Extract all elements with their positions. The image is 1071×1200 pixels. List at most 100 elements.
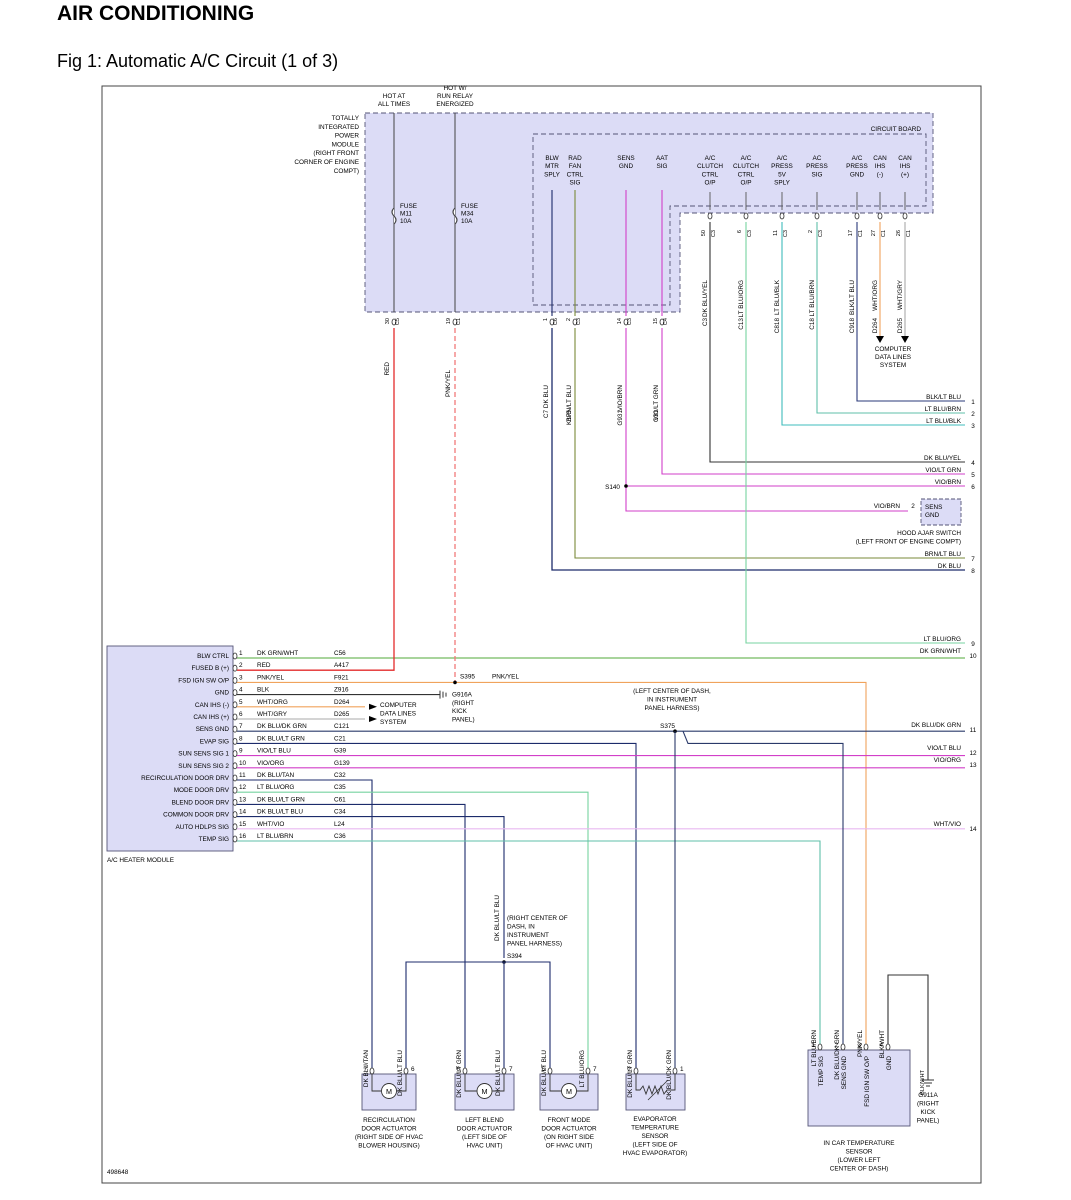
hvac-pin-number: 7 bbox=[239, 723, 243, 730]
circuit-id: C13 bbox=[738, 318, 745, 330]
wire-red bbox=[237, 328, 395, 671]
g916a-label: (RIGHT bbox=[452, 700, 474, 707]
hvac-pin-label: TEMP SIG bbox=[199, 836, 229, 843]
tipm-pin-label: SIG bbox=[811, 171, 822, 178]
pin-number: 1 bbox=[680, 1066, 684, 1073]
actuator-caption: LEFT BLEND bbox=[465, 1117, 504, 1124]
hot-at-all-times-label: ALL TIMES bbox=[378, 101, 410, 108]
tipm-pin-label: CLUTCH bbox=[733, 163, 759, 170]
connector-id: C3 bbox=[747, 230, 753, 237]
wire-color-label: BLK/WHT bbox=[879, 1030, 886, 1059]
pin-number: 27 bbox=[871, 230, 877, 236]
right-wire-number: 7 bbox=[971, 556, 975, 563]
hvac-pin-label: FSD IGN SW O/P bbox=[178, 677, 229, 684]
circuit-id: C3 bbox=[702, 318, 709, 327]
hvac-connector-pin bbox=[232, 811, 238, 818]
hvac-connector-pin bbox=[232, 786, 238, 794]
splice-label: S394 bbox=[507, 953, 522, 960]
wire-dk-blu-lt-blu-mode bbox=[504, 961, 551, 1068]
hvac-wire-color: LT BLU/ORG bbox=[257, 784, 294, 791]
wire-color-label: PNK/YEL bbox=[492, 673, 519, 680]
pin-number: 6 bbox=[737, 230, 743, 233]
hvac-connector-pin bbox=[232, 664, 238, 672]
splice-label: S375 bbox=[660, 723, 675, 730]
tipm-connector-pin bbox=[549, 318, 555, 326]
sensor-pin bbox=[672, 1067, 678, 1075]
hvac-connector-pin bbox=[232, 835, 238, 843]
thermistor-arrow bbox=[647, 1079, 669, 1101]
tipm-connector-pin bbox=[707, 212, 713, 220]
in-car-sensor-caption: CENTER OF DASH) bbox=[830, 1166, 889, 1173]
actuator-internal bbox=[492, 1074, 505, 1092]
tipm-pin-label: A/C bbox=[852, 155, 863, 162]
hvac-connector-pin bbox=[232, 701, 238, 709]
s375-desc: (LEFT CENTER OF DASH, bbox=[633, 688, 711, 695]
actuator-pin bbox=[403, 1067, 409, 1075]
wire-vio-lt-grn bbox=[661, 328, 965, 475]
actuator-caption: (ON RIGHT SIDE bbox=[544, 1134, 594, 1141]
actuator-caption: RECIRCULATION bbox=[363, 1117, 415, 1124]
motor-symbol: M bbox=[482, 1087, 488, 1096]
tipm-connector-pin bbox=[877, 212, 883, 220]
hvac-wire-color: PNK/YEL bbox=[257, 674, 284, 681]
computer-data-lines-label: DATA LINES bbox=[875, 354, 911, 361]
circuit-id: C818 bbox=[774, 318, 781, 334]
wire-color-label: DK BLU/DK GRN bbox=[666, 1050, 673, 1100]
hvac-pin-number: 4 bbox=[239, 687, 243, 694]
motor-icon bbox=[476, 1083, 493, 1099]
pin-number: 2 bbox=[627, 1066, 631, 1073]
tipm-pin-label: PRESS bbox=[806, 163, 828, 170]
hvac-pin-label: EVAP SIG bbox=[200, 738, 229, 745]
wire-brn-lt-blu bbox=[574, 328, 965, 559]
pin-number: 14 bbox=[617, 318, 623, 324]
connector-id: C3 bbox=[818, 230, 824, 237]
hvac-circuit-id: C36 bbox=[334, 833, 346, 840]
hvac-pin-label: FUSED B (+) bbox=[192, 665, 229, 672]
hvac-pin-label: SENS GND bbox=[196, 726, 230, 733]
splice-s395 bbox=[453, 680, 457, 685]
pin-number: 7 bbox=[363, 1066, 367, 1073]
tipm-pin-label: SIG bbox=[656, 163, 667, 170]
wire-color-label: VIO/LT GRN bbox=[653, 385, 660, 421]
diagram-frame bbox=[101, 85, 982, 1184]
actuator-caption: HVAC UNIT) bbox=[466, 1143, 502, 1150]
wire-dk-blu-lt-blu-common bbox=[237, 816, 505, 958]
tipm-pin-label: SPLY bbox=[544, 171, 561, 178]
tipm-pin-label: (-) bbox=[877, 171, 883, 178]
tipm-connector-pin bbox=[743, 212, 749, 220]
in-car-sensor-caption: IN CAR TEMPERATURE bbox=[823, 1140, 894, 1147]
motor-symbol: M bbox=[386, 1087, 392, 1096]
tipm-pin-label: CTRL bbox=[567, 171, 584, 178]
pin-number: 1 bbox=[543, 318, 549, 321]
connector-id: C3 bbox=[783, 230, 789, 237]
tipm-label: (RIGHT FRONT bbox=[313, 150, 359, 157]
arrow-icon bbox=[369, 703, 377, 710]
wire-pnk-yel bbox=[237, 681, 867, 1048]
hvac-pin-label: GND bbox=[215, 690, 230, 697]
wire-color-label: DK BLU/LT BLU bbox=[541, 1050, 548, 1096]
wire-dk-blu-tan bbox=[237, 779, 373, 1068]
connector-id: C1 bbox=[858, 230, 864, 237]
tipm-connector-pin bbox=[854, 212, 860, 220]
hvac-wire-color: DK BLU/LT BLU bbox=[257, 809, 303, 816]
connector-id: C3 bbox=[627, 318, 633, 325]
hvac-wire-color: DK BLU/LT GRN bbox=[257, 735, 305, 742]
wire-dk-blu-lt-grn-blend bbox=[237, 803, 466, 1068]
sensor-pin bbox=[840, 1043, 846, 1051]
tipm-pin-label: SPLY bbox=[774, 180, 791, 187]
tipm-pin-label: A/C bbox=[741, 155, 752, 162]
actuator-internal bbox=[397, 1074, 407, 1092]
right-wire-label: WHT/VIO bbox=[934, 821, 961, 828]
right-wire-number: 3 bbox=[971, 423, 975, 430]
right-wire-number: 11 bbox=[970, 727, 977, 734]
circuit-id: D265 bbox=[897, 318, 904, 334]
figure-caption: Fig 1: Automatic A/C Circuit (1 of 3) bbox=[57, 51, 339, 71]
sensor-pin-label: FSD IGN SW O/P bbox=[864, 1056, 871, 1107]
tipm-connector-pin bbox=[391, 318, 397, 326]
circuit-id: G931 bbox=[617, 410, 624, 426]
wire-color-label: DK BLU/TAN bbox=[363, 1050, 370, 1088]
hvac-wire-color: DK GRN/WHT bbox=[257, 650, 298, 657]
hvac-wire-color: VIO/LT BLU bbox=[257, 748, 291, 755]
circuit-id: C7 bbox=[543, 410, 550, 419]
